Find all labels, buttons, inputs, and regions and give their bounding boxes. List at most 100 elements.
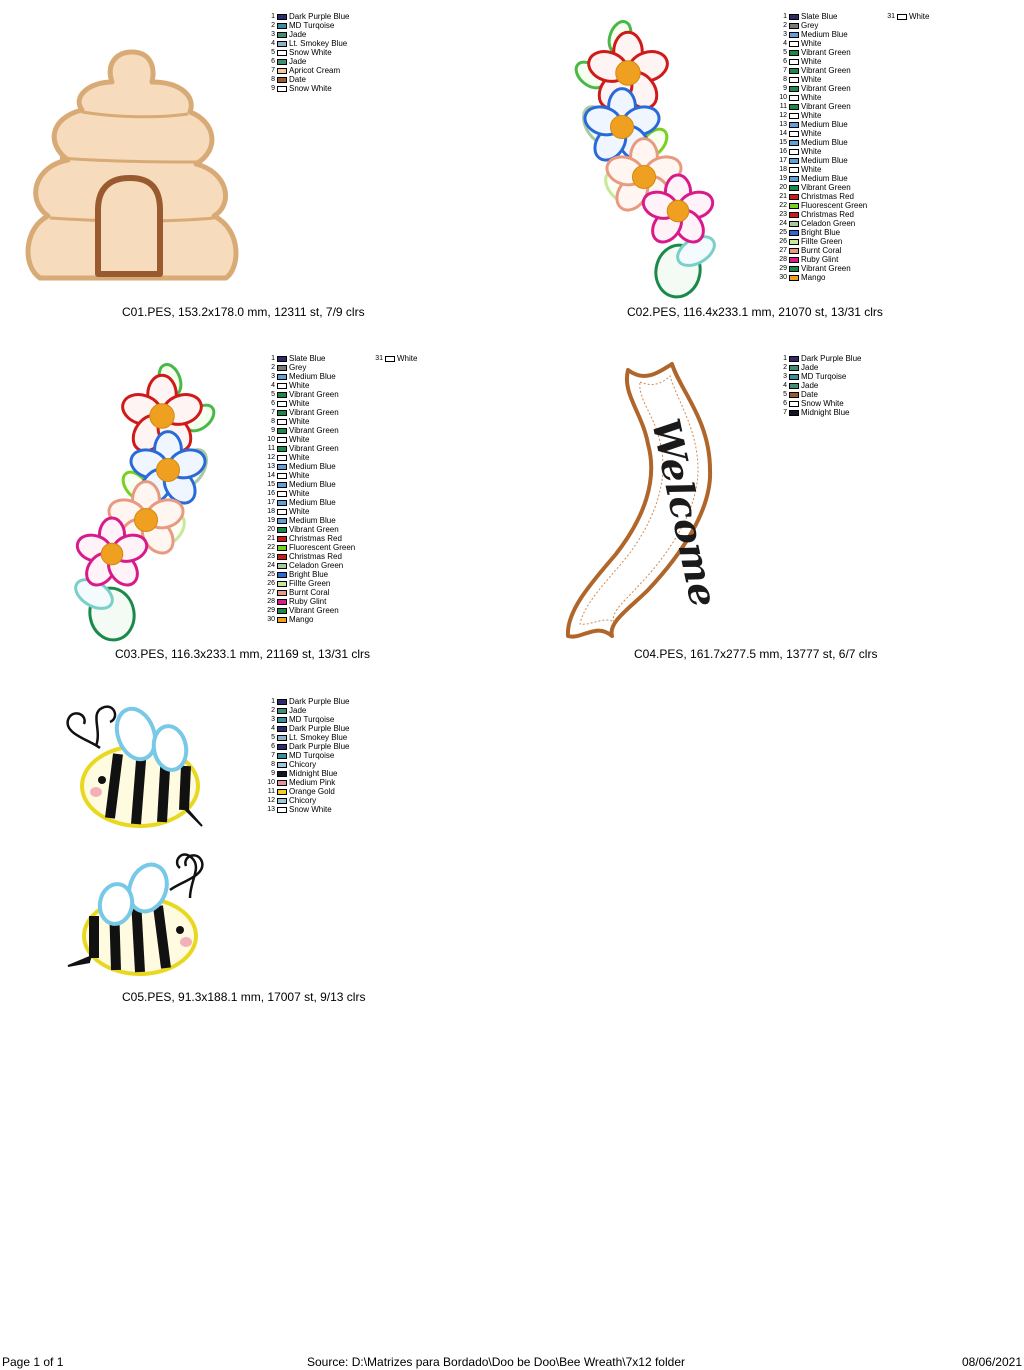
thread-name: Dark Purple Blue	[801, 354, 862, 363]
color-swatch	[277, 589, 287, 596]
thread-name: Dark Purple Blue	[289, 742, 350, 751]
legend-index: 2	[783, 22, 787, 29]
legend-index: 6	[271, 58, 275, 65]
legend-index: 4	[271, 382, 275, 389]
thread-name: Chicory	[289, 760, 317, 769]
color-swatch	[277, 752, 287, 759]
legend-index: 4	[271, 40, 275, 47]
thread-name: White	[289, 489, 310, 498]
thread-name: White	[801, 75, 822, 84]
legend-row: 1 Dark Purple Blue	[266, 697, 349, 706]
color-swatch	[789, 211, 799, 218]
thread-name: White	[289, 471, 310, 480]
color-swatch	[789, 274, 799, 281]
legend-index: 13	[267, 806, 275, 813]
legend-index: 30	[267, 616, 275, 623]
design-c01-beehive	[20, 40, 250, 290]
thread-name: Medium Blue	[801, 120, 848, 129]
legend-index: 13	[779, 121, 787, 128]
design-c05-bees	[60, 700, 220, 980]
color-swatch	[385, 355, 395, 362]
thread-name: Medium Blue	[289, 516, 336, 525]
footer-source-path: Source: D:\Matrizes para Bordado\Doo be …	[307, 1355, 685, 1369]
legend-index: 7	[783, 67, 787, 74]
legend-index: 23	[267, 553, 275, 560]
color-swatch	[277, 382, 287, 389]
footer-page-number: Page 1 of 1	[2, 1355, 64, 1369]
thread-name: Dark Purple Blue	[289, 724, 350, 733]
legend-row: 16 White	[266, 489, 355, 498]
caption-c03: C03.PES, 116.3x233.1 mm, 21169 st, 13/31…	[115, 647, 371, 661]
legend-index: 9	[783, 85, 787, 92]
color-swatch	[277, 580, 287, 587]
legend-index: 11	[779, 103, 787, 110]
thread-name: Christmas Red	[289, 534, 342, 543]
color-swatch	[277, 76, 287, 83]
legend-index: 6	[783, 400, 787, 407]
color-swatch	[277, 743, 287, 750]
thread-name: Fluorescent Green	[289, 543, 356, 552]
color-swatch	[277, 535, 287, 542]
thread-name: MD Turqoise	[801, 372, 847, 381]
legend-row: 1 Dark Purple Blue	[778, 354, 861, 363]
thread-name: White	[289, 399, 310, 408]
thread-name: Mango	[289, 615, 314, 624]
thread-name: Dark Purple Blue	[289, 697, 350, 706]
thread-name: Jade	[289, 30, 307, 39]
legend-index: 22	[267, 544, 275, 551]
thread-name: Apricot Cream	[289, 66, 341, 75]
color-swatch	[277, 13, 287, 20]
legend-index: 19	[267, 517, 275, 524]
color-swatch	[789, 166, 799, 173]
color-swatch	[277, 707, 287, 714]
flower-icon	[129, 430, 207, 505]
legend-index: 22	[779, 202, 787, 209]
thread-name: Midnight Blue	[289, 769, 338, 778]
color-swatch	[277, 391, 287, 398]
thread-name: Date	[801, 390, 818, 399]
legend-index: 1	[271, 698, 275, 705]
legend-index: 1	[783, 355, 787, 362]
legend-index: 16	[267, 490, 275, 497]
legend-index: 27	[779, 247, 787, 254]
legend-row: 8 Chicory	[266, 760, 349, 769]
legend-index: 20	[267, 526, 275, 533]
color-swatch	[277, 571, 287, 578]
legend-index: 3	[271, 716, 275, 723]
legend-index: 2	[271, 22, 275, 29]
legend-index: 8	[271, 761, 275, 768]
thread-name: Vibrant Green	[289, 390, 339, 399]
color-swatch	[277, 598, 287, 605]
legend-index: 4	[783, 40, 787, 47]
thread-name: Medium Pink	[289, 778, 336, 787]
color-swatch	[277, 797, 287, 804]
color-swatch	[277, 373, 287, 380]
thread-name: White	[801, 129, 822, 138]
legend-index: 23	[779, 211, 787, 218]
color-swatch	[277, 734, 287, 741]
color-swatch	[789, 67, 799, 74]
color-swatch	[277, 445, 287, 452]
legend-index: 1	[271, 13, 275, 20]
thread-name: Celadon Green	[289, 561, 344, 570]
color-swatch	[789, 130, 799, 137]
color-swatch	[789, 256, 799, 263]
thread-name: White	[801, 39, 822, 48]
